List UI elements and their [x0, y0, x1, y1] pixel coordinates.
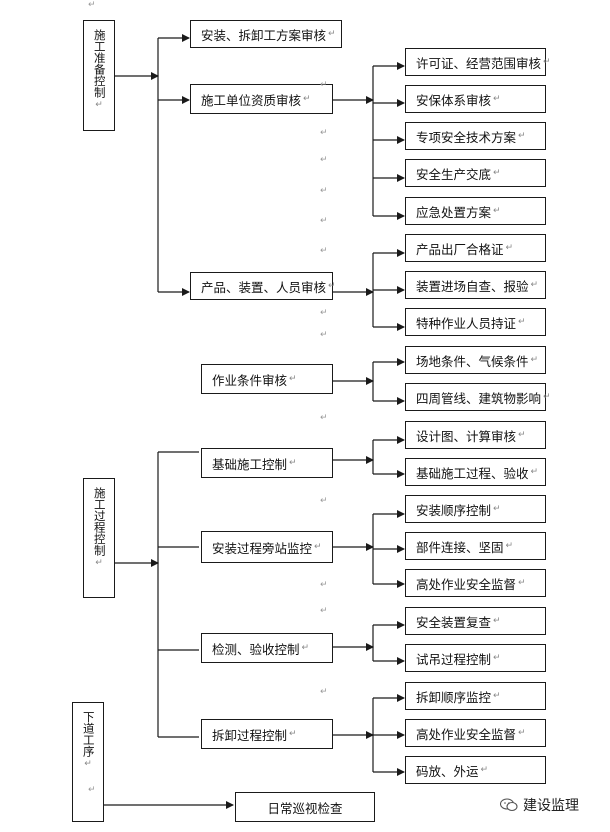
para-mark: ↵	[88, 0, 96, 10]
box-foundation-process: 基础施工过程、验收↵	[405, 458, 546, 486]
para-mark: ↵	[320, 80, 328, 90]
box-install-plan-review: 安装、拆卸工方案审核↵	[190, 20, 342, 48]
box-daily-inspection: 日常巡视检查	[235, 792, 375, 822]
box-emergency-plan: 应急处置方案↵	[405, 197, 546, 225]
para-mark: ↵	[320, 128, 328, 138]
watermark: 建设监理	[500, 795, 579, 815]
box-device-self-check: 装置进场自查、报验↵	[405, 271, 546, 299]
box-stacking-transport: 码放、外运↵	[405, 756, 546, 784]
box-safety-device-recheck: 安全装置复查↵	[405, 607, 546, 635]
box-inspection-acceptance: 检测、验收控制↵	[201, 633, 333, 663]
box-install-sequence: 安装顺序控制↵	[405, 495, 546, 523]
block-construction-process: 施工过程控制 ↵	[83, 478, 115, 598]
box-dismantle-control: 拆卸过程控制↵	[201, 719, 333, 749]
box-work-condition-review: 作业条件审核↵	[201, 364, 333, 394]
watermark-text: 建设监理	[523, 798, 579, 814]
block-next-process-label: 下道工序	[81, 711, 96, 757]
block-construction-prep: 施工准备控制 ↵	[83, 20, 115, 131]
para-mark: ↵	[320, 155, 328, 165]
box-install-side-station: 安装过程旁站监控↵	[201, 531, 333, 563]
para-mark: ↵	[320, 216, 328, 226]
para-mark: ↵	[320, 186, 328, 196]
box-safety-briefing: 安全生产交底↵	[405, 159, 546, 187]
para-mark: ↵	[320, 580, 328, 590]
box-trial-lift-control: 试吊过程控制↵	[405, 644, 546, 672]
block-construction-prep-label: 施工准备控制	[92, 29, 107, 98]
wechat-icon	[500, 798, 518, 812]
para-mark: ↵	[320, 308, 328, 318]
para-mark: ↵	[320, 330, 328, 340]
box-component-fastening: 部件连接、坚固↵	[405, 532, 546, 560]
para-mark: ↵	[320, 496, 328, 506]
box-height-safety-1: 高处作业安全监督↵	[405, 569, 546, 597]
block-next-process: 下道工序 ↵	[72, 702, 104, 822]
para-mark: ↵	[320, 687, 328, 697]
box-product-device-personnel: 产品、装置、人员审核↵	[190, 272, 336, 300]
box-site-weather: 场地条件、气候条件↵	[405, 346, 546, 374]
box-special-worker-cert: 特种作业人员持证↵	[405, 308, 546, 336]
box-height-safety-2: 高处作业安全监督↵	[405, 719, 546, 747]
box-dismantle-sequence: 拆卸顺序监控↵	[405, 682, 546, 710]
box-special-safety-plan: 专项安全技术方案↵	[405, 122, 546, 150]
block-construction-process-label: 施工过程控制	[92, 487, 107, 556]
box-contractor-qualification: 施工单位资质审核↵	[190, 84, 333, 114]
box-factory-cert: 产品出厂合格证↵	[405, 234, 546, 262]
para-mark: ↵	[320, 246, 328, 256]
box-license-scope: 许可证、经营范围审核↵	[405, 48, 551, 76]
box-surroundings-impact: 四周管线、建筑物影响↵	[405, 383, 551, 411]
para-mark: ↵	[320, 606, 328, 616]
para-mark: ↵	[88, 785, 96, 795]
box-safety-system: 安保体系审核↵	[405, 85, 546, 113]
box-foundation-control: 基础施工控制↵	[201, 448, 333, 478]
box-design-calc-review: 设计图、计算审核↵	[405, 421, 546, 449]
para-mark: ↵	[320, 413, 328, 423]
